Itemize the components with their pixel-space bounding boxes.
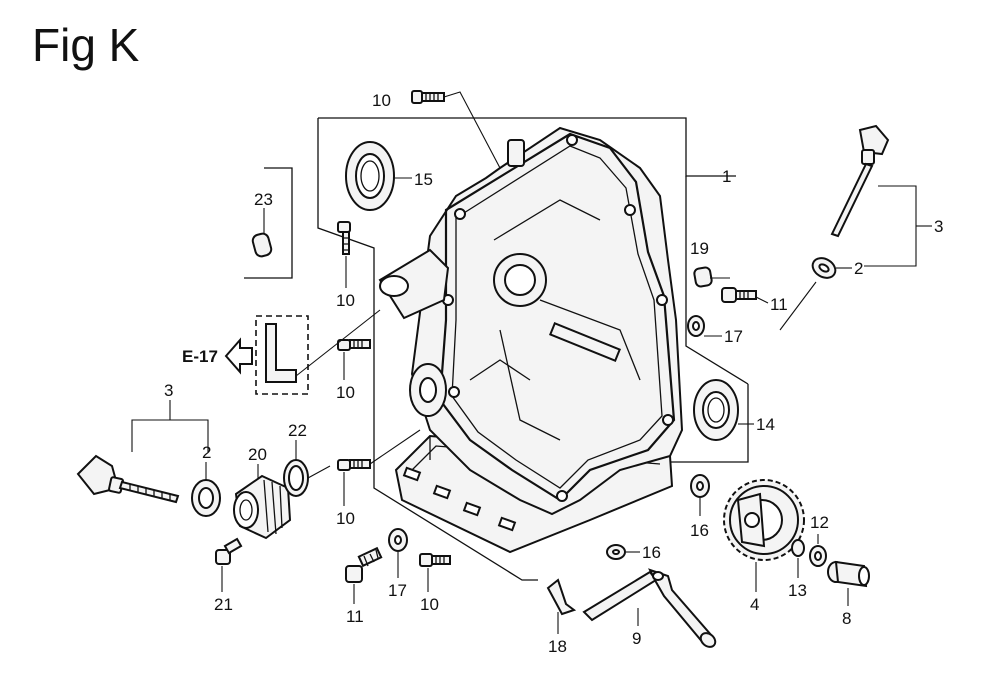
callout-12: 12 xyxy=(810,513,829,532)
callout-21: 21 xyxy=(214,595,233,614)
washer-17-bottom xyxy=(388,528,408,578)
callout-17-bottom: 17 xyxy=(388,581,407,600)
callout-2-left: 2 xyxy=(202,443,211,462)
callout-10-lower-left: 10 xyxy=(336,509,355,528)
oil-seal-15 xyxy=(345,141,412,211)
callout-16-right: 16 xyxy=(690,521,709,540)
bolt-21 xyxy=(215,537,243,592)
callout-23: 23 xyxy=(254,190,273,209)
breather-hose-reference xyxy=(224,309,381,395)
callout-9: 9 xyxy=(632,629,641,648)
bolt-10-upper-left xyxy=(337,221,351,288)
callout-15: 15 xyxy=(414,170,433,189)
washer-17-right xyxy=(687,315,722,337)
plug-23 xyxy=(251,208,273,258)
drain-fitting-20 xyxy=(233,464,292,540)
dipstick-3-left xyxy=(76,400,209,504)
callout-1: 1 xyxy=(722,167,731,186)
callout-3-left: 3 xyxy=(164,381,173,400)
washer-16-right xyxy=(690,474,710,516)
gasket-2-left xyxy=(191,462,221,517)
callout-14: 14 xyxy=(756,415,775,434)
callout-19: 19 xyxy=(690,239,709,258)
callout-3-right: 3 xyxy=(934,217,943,236)
washer-12 xyxy=(809,534,827,567)
callout-2-right: 2 xyxy=(854,259,863,278)
gasket-2-right xyxy=(779,257,852,331)
bolt-11-right xyxy=(721,287,769,304)
reference-e17: E-17 xyxy=(182,347,218,366)
o-ring-22 xyxy=(283,440,331,497)
governor-gear-4 xyxy=(723,479,805,592)
crankcase-cover xyxy=(378,126,684,554)
callout-17-right: 17 xyxy=(724,327,743,346)
figure-title: Fig K xyxy=(32,19,140,71)
bearing-14 xyxy=(693,379,754,441)
callout-labels: 10 15 1 3 2 23 10 19 11 17 10 14 3 2 20 … xyxy=(164,91,943,656)
callout-10-top: 10 xyxy=(372,91,391,110)
dipstick-3-right xyxy=(830,124,932,267)
clip-13 xyxy=(791,539,805,578)
callout-16-bottom: 16 xyxy=(642,543,661,562)
callout-11-right: 11 xyxy=(770,295,788,314)
dowel-pin-19 xyxy=(693,266,730,288)
callout-20: 20 xyxy=(248,445,267,464)
callout-8: 8 xyxy=(842,609,851,628)
washer-16-bottom xyxy=(606,544,640,560)
callout-10-upper-left: 10 xyxy=(336,291,355,310)
bolt-10-top xyxy=(411,90,501,169)
bolt-10-bottom xyxy=(419,553,451,592)
callout-18: 18 xyxy=(548,637,567,656)
shaft-pin-8 xyxy=(827,560,870,606)
bolt-10-mid-left xyxy=(337,339,371,380)
callout-11-bottom: 11 xyxy=(346,607,364,626)
bolt-10-lower-left xyxy=(337,429,421,506)
callout-4: 4 xyxy=(750,595,759,614)
callout-22: 22 xyxy=(288,421,307,440)
governor-shaft-9 xyxy=(582,568,717,648)
cotter-pin-18 xyxy=(546,578,577,634)
callout-10-bottom: 10 xyxy=(420,595,439,614)
callout-13: 13 xyxy=(788,581,807,600)
callout-10-mid-left: 10 xyxy=(336,383,355,402)
bolt-11-bottom xyxy=(345,546,383,604)
